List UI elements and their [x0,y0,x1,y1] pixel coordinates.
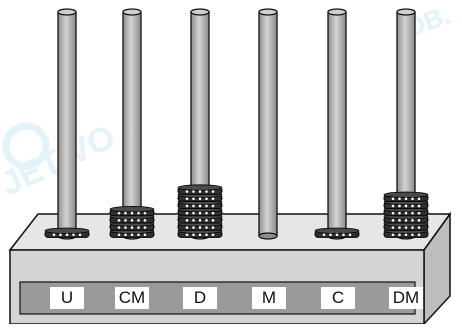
rods-layer [44,8,429,240]
rod-label-d: D [183,287,217,309]
bead-dm-6 [383,191,429,202]
bead-d-7 [177,184,223,195]
bead-u-1 [44,227,90,238]
rod-d [177,8,223,240]
rod-cm [109,8,155,240]
rod-u [44,8,90,240]
rod-c [314,8,360,240]
bead-cm-3 [109,213,155,224]
bead-dm-3 [383,213,429,224]
rod-dm [383,8,429,240]
rod-dm-top [396,8,416,16]
rod-m-top [258,8,278,16]
bead-d-5 [177,198,223,210]
rod-u-top [57,8,77,16]
rod-label-dm: DM [389,287,423,309]
rod-label-cm: CM [115,287,149,309]
rod-label-u: U [50,287,84,309]
rod-cm-shaft [122,11,142,237]
rod-label-m: M [252,287,286,309]
rod-u-shaft [57,11,77,237]
bead-cm-4 [109,205,155,217]
rod-m [258,8,278,240]
rod-c-top [327,8,347,16]
rod-m-bottom [258,232,278,240]
watermark-circle [2,122,50,170]
rod-cm-top [122,8,142,16]
rod-m-shaft [258,11,278,237]
bead-c-1 [314,227,360,238]
rod-c-shaft [327,11,347,237]
rod-d-top [190,8,210,16]
rod-label-c: C [321,287,355,309]
